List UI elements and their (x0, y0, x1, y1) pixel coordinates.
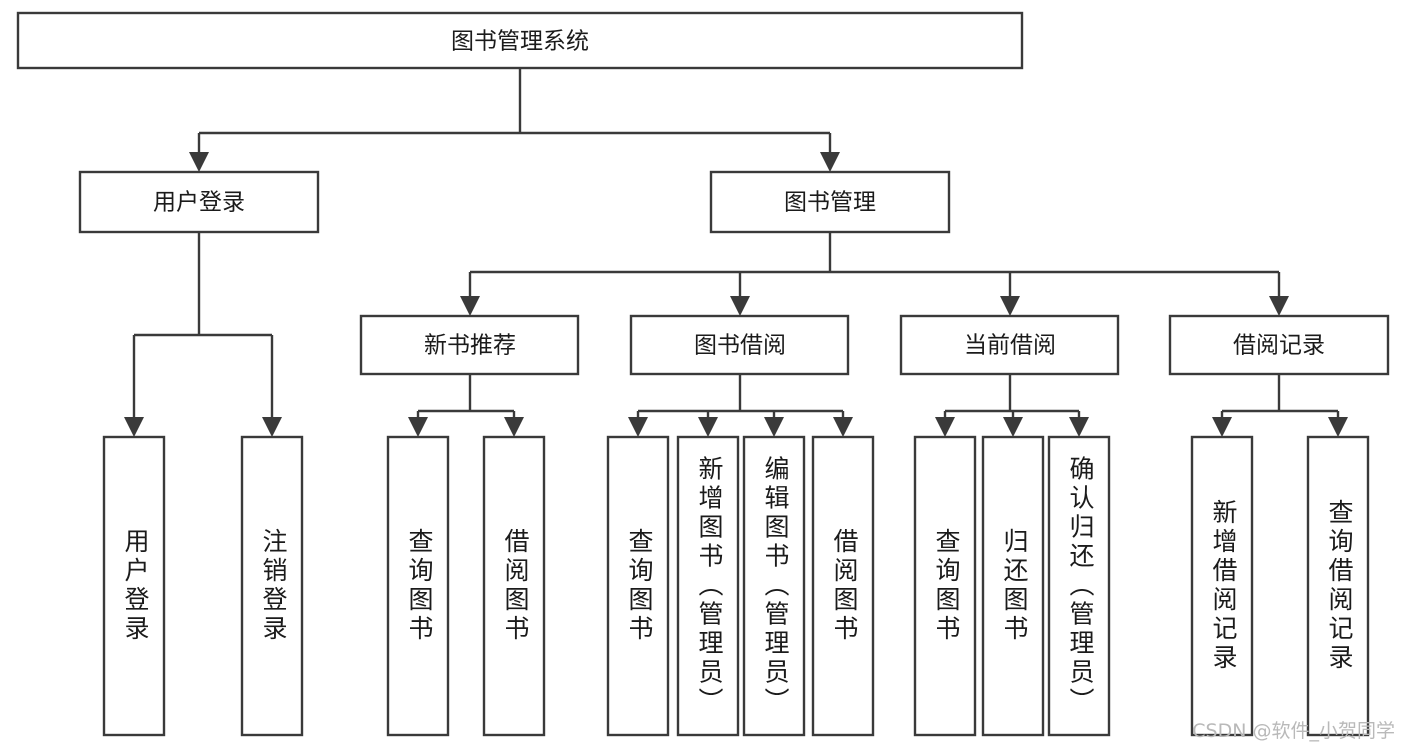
arrow-head-leaf-2 (262, 417, 282, 437)
arrow-head-borrow (730, 296, 750, 316)
leaf-2-label: 注销登录 (259, 528, 288, 644)
arrow-head-leaf-13 (1328, 417, 1348, 437)
arrow-head-leaf-9 (935, 417, 955, 437)
node-current-label: 当前借阅 (964, 333, 1056, 359)
leaf-2-box[interactable] (240, 435, 304, 737)
node-bookmgmt-box[interactable] (709, 170, 951, 234)
node-login-label: 用户登录 (153, 190, 245, 216)
arrow-head-leaf-5 (628, 417, 648, 437)
connector-root-to-level2 (189, 68, 840, 172)
node-bookmgmt-label: 图书管理 (784, 190, 876, 216)
arrow-head-leaf-8 (833, 417, 853, 437)
arrow-head-newbook (460, 296, 480, 316)
leaf-11-box[interactable] (1047, 435, 1111, 737)
leaf-9-box[interactable] (913, 435, 977, 737)
node-borrow-box[interactable] (629, 314, 850, 376)
arrow-head-leaf-10 (1003, 417, 1023, 437)
arrow-head-leaf-3 (408, 417, 428, 437)
leaf-13-box[interactable] (1306, 435, 1370, 737)
leaf-3-box[interactable] (386, 435, 450, 737)
node-current-box[interactable] (899, 314, 1120, 376)
node-root-label: 图书管理系统 (451, 29, 589, 55)
leaf-node[interactable]: 查询图书 (913, 435, 977, 737)
leaf-node[interactable]: 借阅图书 (482, 435, 546, 737)
leaf-8-label: 借阅图书 (830, 528, 859, 644)
node-borrow[interactable]: 图书借阅 (629, 314, 850, 376)
arrow-head-leaf-11 (1069, 417, 1089, 437)
node-login-box[interactable] (78, 170, 320, 234)
leaf-node[interactable]: 确认归还（管理员） (1047, 435, 1111, 737)
leaf-node[interactable]: 查询图书 (606, 435, 670, 737)
arrow-head-leaf-6 (698, 417, 718, 437)
leaf-12-label: 新增借阅记录 (1209, 499, 1238, 673)
leaf-node[interactable]: 注销登录 (240, 435, 304, 737)
node-borrow-label: 图书借阅 (694, 333, 786, 359)
node-root[interactable]: 图书管理系统 (16, 11, 1024, 70)
leaf-12-box[interactable] (1190, 435, 1254, 737)
leaf-node[interactable]: 用户登录 (102, 435, 166, 737)
node-newbook-label: 新书推荐 (424, 333, 516, 359)
leaf-10-label: 归还图书 (1000, 528, 1029, 644)
node-record-label: 借阅记录 (1233, 333, 1325, 359)
connector-login-to-leaves (124, 232, 282, 437)
node-record-box[interactable] (1168, 314, 1390, 376)
leaf-node[interactable]: 借阅图书 (811, 435, 875, 737)
node-newbook[interactable]: 新书推荐 (359, 314, 580, 376)
connector-bookmgmt-to-level3 (460, 232, 1289, 316)
node-root-box[interactable] (16, 11, 1024, 70)
node-login[interactable]: 用户登录 (78, 170, 320, 234)
leaf-10-box[interactable] (981, 435, 1045, 737)
node-newbook-box[interactable] (359, 314, 580, 376)
arrow-head-leaf-12 (1212, 417, 1232, 437)
leaf-8-box[interactable] (811, 435, 875, 737)
leaf-6-label: 新增图书（管理员） (695, 456, 724, 717)
leaf-13-label: 查询借阅记录 (1325, 499, 1354, 673)
leaf-9-label: 查询图书 (932, 528, 961, 644)
leaf-11-label: 确认归还（管理员） (1066, 456, 1095, 717)
arrow-head-record (1269, 296, 1289, 316)
connector-newbook-to-leaves (408, 374, 524, 437)
leaf-6-box[interactable] (676, 435, 740, 737)
arrow-head-current (1000, 296, 1020, 316)
leaf-7-label: 编辑图书（管理员） (761, 456, 790, 717)
leaf-5-label: 查询图书 (625, 528, 654, 644)
connector-record-to-leaves (1212, 374, 1348, 437)
node-record[interactable]: 借阅记录 (1168, 314, 1390, 376)
arrow-head-leaf-7 (764, 417, 784, 437)
leaf-7-box[interactable] (742, 435, 806, 737)
leaf-4-label: 借阅图书 (501, 528, 530, 644)
leaf-node[interactable]: 归还图书 (981, 435, 1045, 737)
leaf-node[interactable]: 查询图书 (386, 435, 450, 737)
arrow-head-leaf-1 (124, 417, 144, 437)
connector-current-to-leaves (935, 374, 1089, 437)
node-bookmgmt[interactable]: 图书管理 (709, 170, 951, 234)
arrow-head-bookmgmt (820, 152, 840, 172)
leaf-node[interactable]: 新增借阅记录 (1190, 435, 1254, 737)
arrow-head-leaf-4 (504, 417, 524, 437)
leaf-node[interactable]: 查询借阅记录 (1306, 435, 1370, 737)
leaf-node[interactable]: 新增图书（管理员） (676, 435, 740, 737)
node-current[interactable]: 当前借阅 (899, 314, 1120, 376)
leaf-4-box[interactable] (482, 435, 546, 737)
connector-borrow-to-leaves (628, 374, 853, 437)
csdn-watermark: CSDN @软件_小贺同学 (1192, 720, 1395, 742)
leaf-node[interactable]: 编辑图书（管理员） (742, 435, 806, 737)
leaf-5-box[interactable] (606, 435, 670, 737)
leaf-1-label: 用户登录 (121, 528, 150, 644)
leaf-1-box[interactable] (102, 435, 166, 737)
arrow-head-login (189, 152, 209, 172)
leaf-3-label: 查询图书 (405, 528, 434, 644)
